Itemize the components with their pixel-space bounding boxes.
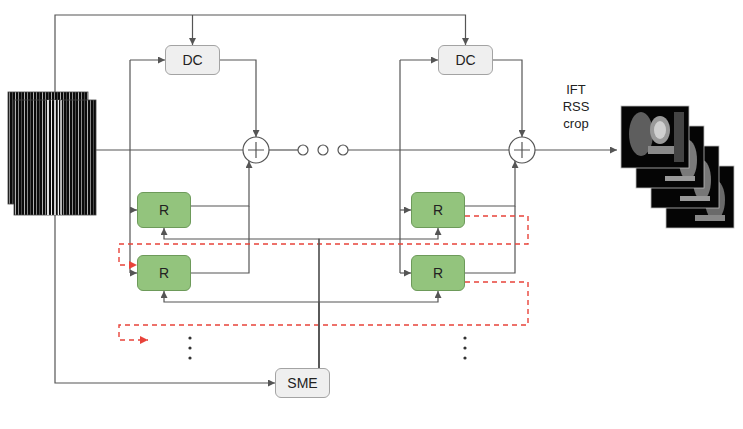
box-label: R bbox=[433, 265, 443, 281]
data-lines bbox=[55, 15, 617, 383]
kspace-image bbox=[8, 92, 96, 215]
box-label: R bbox=[159, 265, 169, 281]
box-label: SME bbox=[287, 375, 317, 391]
box-label: R bbox=[159, 202, 169, 218]
box-label: DC bbox=[455, 52, 475, 68]
step-label: RSS bbox=[552, 99, 600, 114]
data-consistency-box: DC bbox=[165, 45, 220, 75]
step-label: IFT bbox=[552, 82, 600, 97]
sensitivity-estimator-box: SME bbox=[275, 368, 330, 398]
box-label: R bbox=[433, 202, 443, 218]
sensitivity-connector bbox=[319, 228, 438, 368]
regularizer-box: R bbox=[137, 255, 191, 291]
regularizer-box: R bbox=[137, 192, 191, 228]
continuation-dots bbox=[188, 336, 466, 359]
regularizer-box: R bbox=[411, 255, 465, 291]
data-consistency-box: DC bbox=[438, 45, 493, 75]
box-label: DC bbox=[182, 52, 202, 68]
mri-image-stack bbox=[621, 106, 734, 228]
regularizer-box: R bbox=[411, 192, 465, 228]
step-label: crop bbox=[552, 116, 600, 131]
sensitivity-connector bbox=[319, 291, 438, 368]
sensitivity-connector bbox=[164, 291, 319, 368]
sensitivity-connector bbox=[164, 228, 319, 368]
